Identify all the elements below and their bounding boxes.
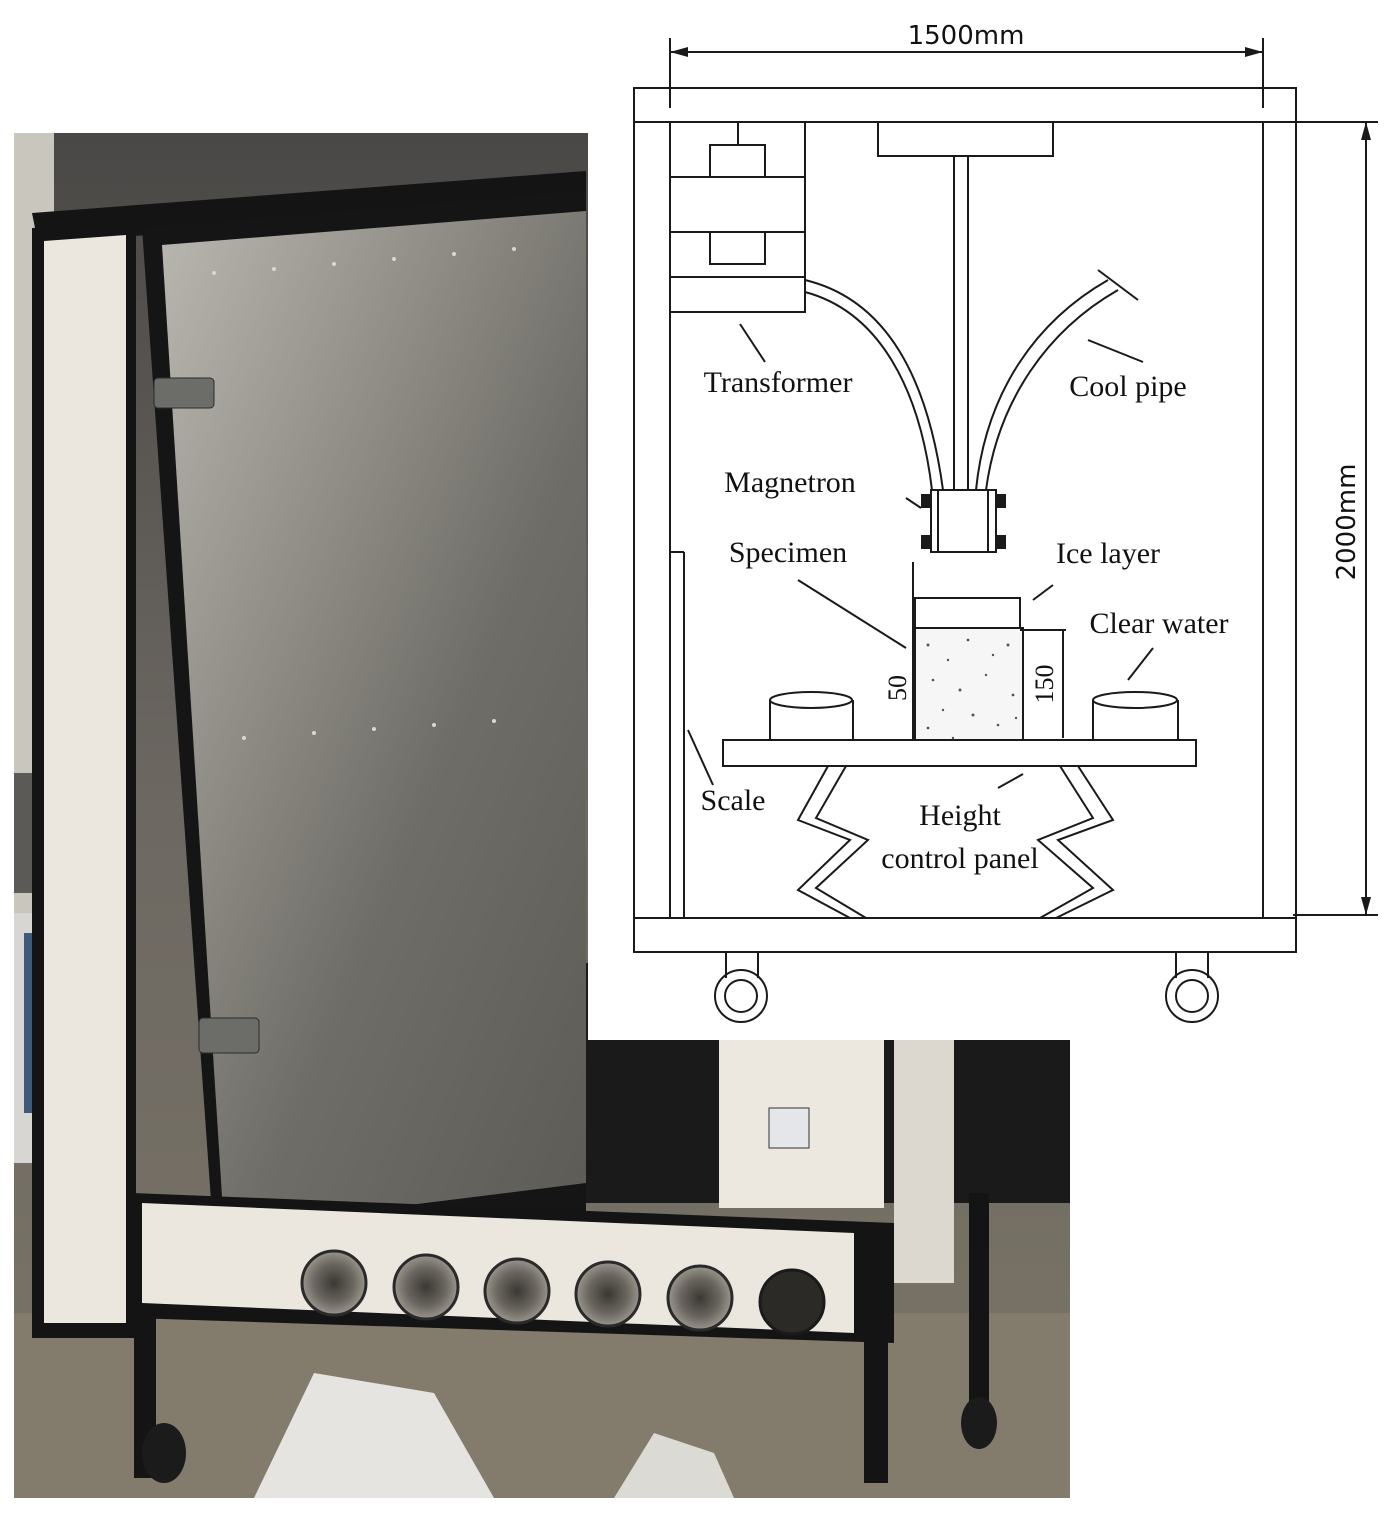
floor [14, 1313, 1070, 1498]
wheel-right [1165, 969, 1219, 1023]
cool-pipe-right-a [985, 289, 1119, 491]
width-dimension-label: 1500mm [908, 21, 1025, 51]
ice-layer-leader [1032, 584, 1054, 601]
height-dimension-label: 2000mm [1332, 464, 1362, 581]
specimen-label: Specimen [729, 536, 847, 569]
clear-water-label: Clear water [1089, 607, 1228, 640]
fan-5 [666, 1264, 734, 1332]
height-control-label-line2: control panel [881, 842, 1038, 875]
clear-water-leader [1127, 647, 1154, 681]
fan-2 [392, 1253, 460, 1321]
left-white-post [44, 235, 126, 1323]
wheel-back [961, 1397, 997, 1449]
specimen-texture [926, 638, 1018, 740]
upper-hinge [153, 377, 215, 409]
switch-box [768, 1107, 810, 1149]
cool-pipe-leader [1087, 339, 1144, 363]
magnetron-label: Magnetron [724, 466, 856, 499]
wheel-left [142, 1423, 186, 1483]
top-frame [32, 171, 586, 243]
fan-1 [300, 1249, 368, 1317]
height-control-platform [722, 739, 1197, 767]
specimen-block [914, 627, 1024, 741]
fan-3 [483, 1257, 551, 1325]
top-mount [877, 121, 1054, 157]
height-control-leader [997, 773, 1024, 789]
fan-4 [574, 1260, 642, 1328]
magnetron-leader [905, 497, 922, 509]
steel-door [162, 211, 586, 1228]
scissor-left [796, 765, 852, 919]
scale-label: Scale [701, 784, 766, 817]
cool-pipe-label: Cool pipe [1069, 370, 1187, 403]
specimen-dim-50-label: 50 [883, 675, 912, 701]
fans [300, 1249, 826, 1336]
scale-leader [687, 729, 714, 786]
lower-hinge [198, 1017, 260, 1054]
schematic-diagram: 1500mm 2000mm Transformer Cool pipe Magn… [588, 0, 1395, 1040]
scissor-right [1055, 765, 1115, 919]
debris [254, 1373, 494, 1498]
cabinet-outer [633, 87, 1297, 953]
wheel-left [714, 969, 768, 1023]
door-rivets [212, 247, 516, 740]
transformer-coil-bottom [709, 231, 766, 265]
height-control-label-line1: Height [919, 799, 1001, 832]
leg-right [864, 1333, 888, 1483]
fan-6 [758, 1268, 826, 1336]
ice-layer-label: Ice layer [1056, 537, 1160, 570]
transformer-label: Transformer [704, 366, 853, 399]
magnetron-body [930, 489, 997, 553]
leg-back [969, 1193, 989, 1423]
specimen-leader [797, 579, 907, 649]
cool-pipe-left-a [804, 279, 944, 491]
transformer-leader [739, 323, 766, 363]
specimen-dim-150-label: 150 [1030, 665, 1059, 704]
